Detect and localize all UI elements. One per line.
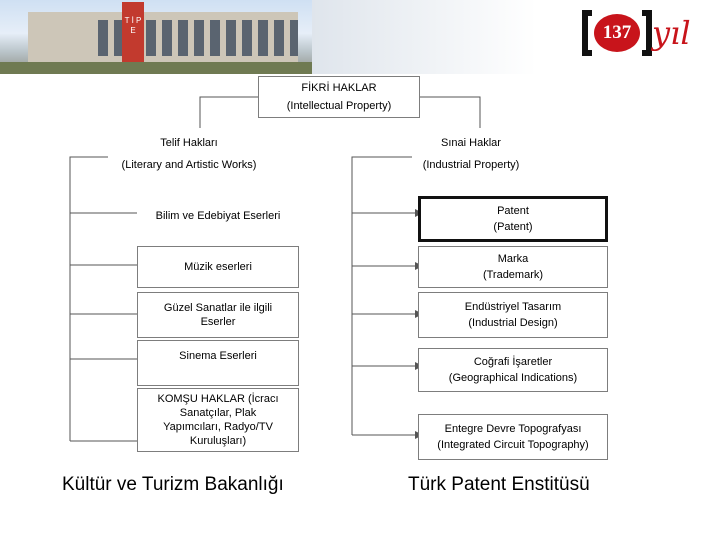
left-item-2: Müzik eserleri xyxy=(137,246,299,288)
right-item-title: Patent xyxy=(497,205,529,217)
right-branch-title: Sınai Haklar xyxy=(441,137,501,149)
right-item-subtitle: (Trademark) xyxy=(482,269,544,281)
logo-number: 137 xyxy=(594,14,640,52)
right-item-title: Entegre Devre Topografyası xyxy=(444,423,582,435)
right-item-subtitle: (Patent) xyxy=(493,221,533,233)
right-item-4: Coğrafi İşaretler (Geographical Indicati… xyxy=(418,348,608,392)
right-item-title: Marka xyxy=(497,253,529,265)
left-item-text: Sinema Eserleri xyxy=(179,350,257,362)
left-footer: Kültür ve Turizm Bakanlığı xyxy=(62,474,284,495)
building-tower-sign: T İ P E xyxy=(122,2,144,68)
left-item-text: Güzel Sanatlar ile ilgili Eserler xyxy=(163,302,273,328)
right-item-5: Entegre Devre Topografyası (Integrated C… xyxy=(418,414,608,460)
line-root-left xyxy=(199,96,258,128)
right-item-1: Patent (Patent) xyxy=(418,196,608,242)
anniversary-logo: 137 xyxy=(582,10,652,56)
line-root-right xyxy=(420,96,481,128)
right-item-subtitle: (Integrated Circuit Topography) xyxy=(437,439,589,451)
root-subtitle: (Intellectual Property) xyxy=(286,100,392,112)
lawn xyxy=(0,62,312,74)
logo-left-bracket xyxy=(582,10,592,56)
root-title: FİKRİ HAKLAR xyxy=(301,82,377,94)
left-branch-subtitle: (Literary and Artistic Works) xyxy=(121,159,257,171)
left-item-1: Bilim ve Edebiyat Eserleri xyxy=(137,196,299,236)
right-item-2: Marka (Trademark) xyxy=(418,246,608,288)
right-branch-subtitle: (Industrial Property) xyxy=(422,159,520,171)
left-item-4: Sinema Eserleri xyxy=(137,340,299,386)
right-footer: Türk Patent Enstitüsü xyxy=(408,474,590,495)
logo-right-bracket xyxy=(642,10,652,56)
header-banner: T İ P E 137 yıl xyxy=(0,0,720,74)
right-item-title: Coğrafi İşaretler xyxy=(473,356,553,368)
left-item-3: Güzel Sanatlar ile ilgili Eserler xyxy=(137,292,299,338)
left-trunk xyxy=(69,156,108,441)
root-node: FİKRİ HAKLAR (Intellectual Property) xyxy=(258,76,420,118)
right-item-3: Endüstriyel Tasarım (Industrial Design) xyxy=(418,292,608,338)
logo-suffix: yıl xyxy=(652,14,691,52)
banner-gradient xyxy=(312,0,720,74)
left-item-text: Bilim ve Edebiyat Eserleri xyxy=(155,210,281,222)
right-item-subtitle: (Geographical Indications) xyxy=(448,372,578,384)
right-item-subtitle: (Industrial Design) xyxy=(468,317,558,329)
left-branch-node: Telif Hakları (Literary and Artistic Wor… xyxy=(108,128,270,180)
left-item-text: KOMŞU HAKLAR (İcracı Sanatçılar, Plak Ya… xyxy=(157,393,279,447)
left-item-5: KOMŞU HAKLAR (İcracı Sanatçılar, Plak Ya… xyxy=(137,388,299,452)
left-item-text: Müzik eserleri xyxy=(184,261,252,273)
building-photo: T İ P E xyxy=(0,0,312,74)
left-branch-title: Telif Hakları xyxy=(160,137,218,149)
right-item-title: Endüstriyel Tasarım xyxy=(464,301,562,313)
right-branch-node: Sınai Haklar (Industrial Property) xyxy=(412,128,530,180)
right-trunk xyxy=(351,156,412,435)
